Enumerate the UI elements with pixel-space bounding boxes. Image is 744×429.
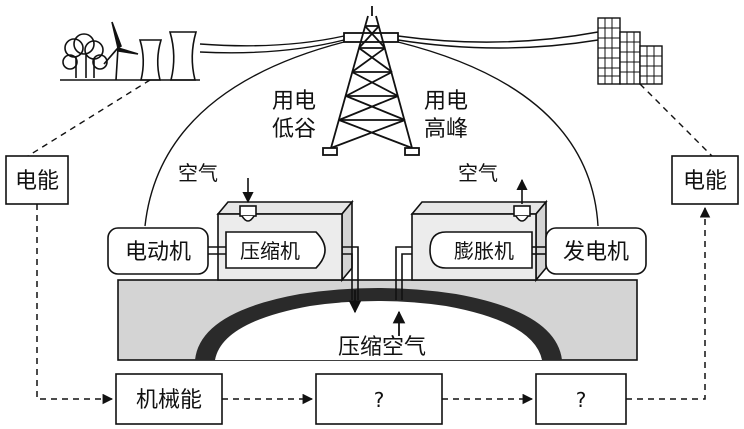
generator-label: 发电机 [563, 240, 629, 265]
unknown-label-2: ? [576, 388, 587, 412]
right-energy-box [671, 155, 739, 205]
underground [117, 279, 638, 361]
right-energy-label: 电能 [683, 169, 727, 194]
unknown-box-2 [535, 373, 627, 425]
dashed-links [27, 79, 719, 163]
compressor-body [225, 231, 326, 269]
city-buildings-icon [597, 17, 663, 85]
mechanical-energy-box [115, 373, 223, 425]
valley-label-line1: 用电 [272, 89, 316, 114]
unknown-box-1 [315, 373, 443, 425]
left-energy-box [5, 155, 69, 205]
compressed-air-label: 压缩空气 [338, 335, 426, 360]
peak-label-line1: 用电 [424, 89, 468, 114]
generator-box [545, 227, 647, 275]
generator-shaft [532, 246, 546, 255]
unknown-label-1: ? [374, 388, 385, 412]
air-out-label: 空气 [458, 161, 498, 185]
mechanical-energy-label: 机械能 [136, 388, 202, 413]
expander-body [429, 231, 533, 269]
left-energy-label: 电能 [15, 169, 59, 194]
motor-box [107, 227, 209, 275]
power-plant-icon [60, 21, 200, 81]
transmission-tower [322, 6, 420, 156]
motor-label: 电动机 [125, 240, 191, 265]
flow-arrows [36, 204, 711, 405]
air-in-label: 空气 [178, 161, 218, 185]
expander-label: 膨胀机 [454, 239, 514, 263]
peak-label-line2: 高峰 [424, 117, 468, 142]
valley-label-line2: 低谷 [272, 117, 316, 142]
pipes [342, 246, 412, 300]
compressor-label: 压缩机 [240, 239, 300, 263]
power-lines [144, 31, 599, 227]
motor-shaft [208, 246, 226, 255]
